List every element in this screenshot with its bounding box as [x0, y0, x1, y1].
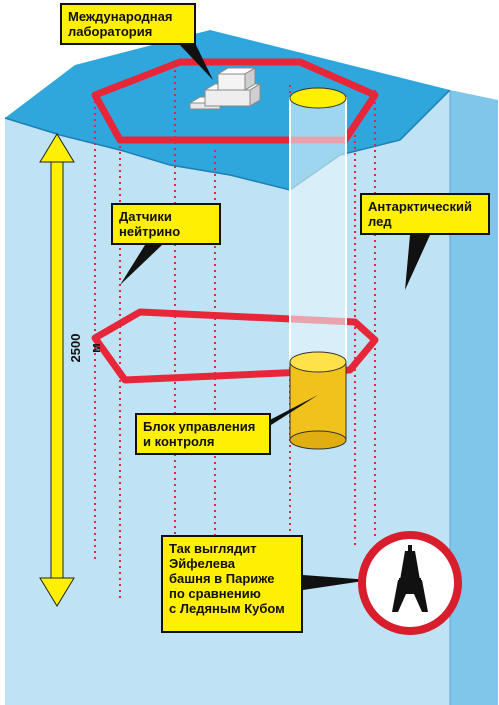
laboratory-building: [188, 67, 262, 110]
eiffel-tower-circle: [358, 531, 462, 635]
ice-pointer: [405, 235, 430, 290]
label-international-laboratory: Международная лаборатория: [60, 3, 196, 45]
ice-surface-edge: [4, 89, 451, 191]
control-block: [289, 351, 347, 450]
label-control-unit: Блок управления и контроля: [135, 413, 271, 455]
sensors-pointer: [120, 245, 162, 285]
label-antarctic-ice: Антарктический лед: [360, 193, 490, 235]
lab-pointer: [180, 45, 213, 80]
eiffel-pointer: [303, 575, 370, 590]
surface-hexagon: [91, 58, 379, 144]
depth-label: 2500 м: [68, 333, 103, 363]
label-neutrino-sensors: Датчики нейтрино: [111, 203, 221, 245]
deep-hexagon: [91, 308, 379, 384]
control-pointer: [260, 395, 318, 425]
label-eiffel-comparison: Так выглядит Эйфелева башня в Париже по …: [161, 535, 303, 633]
shaft-cylinder: [289, 87, 347, 364]
callout-pointers: [120, 45, 430, 590]
eiffel-tower-icon: [392, 545, 428, 612]
ice-block-side-face: [450, 90, 498, 705]
depth-arrow: [39, 133, 75, 607]
